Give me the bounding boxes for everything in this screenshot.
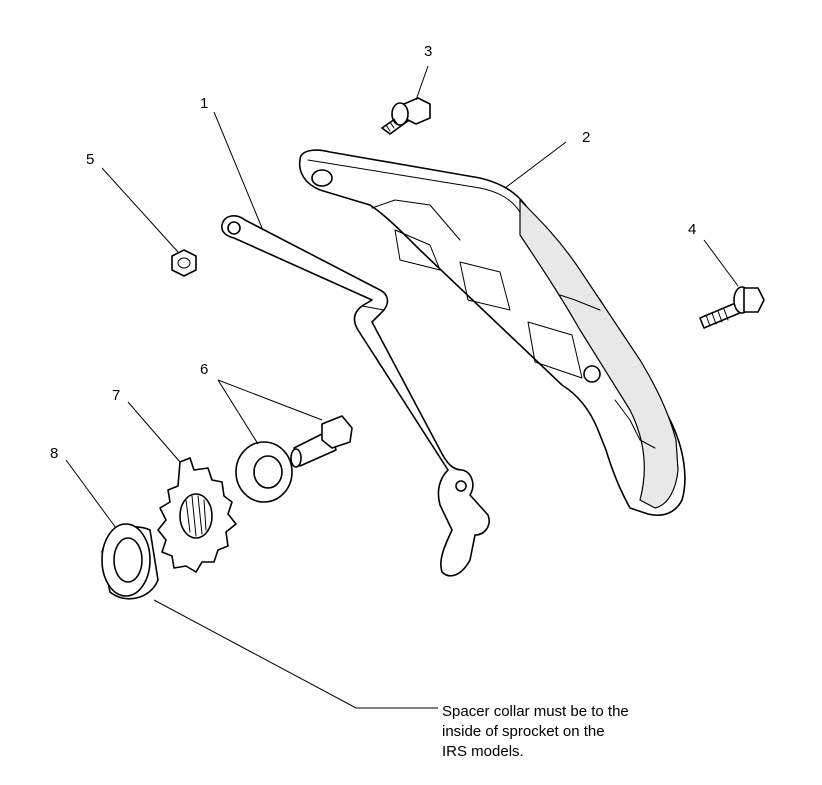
part-flange-bolt-upper xyxy=(381,97,431,135)
callout-labels: 1 2 3 4 5 6 7 8 xyxy=(50,43,696,462)
leader-note xyxy=(153,599,438,709)
leader-6b xyxy=(217,379,259,445)
note-line-1: Spacer collar must be to the xyxy=(442,703,629,720)
leader-7 xyxy=(127,401,181,463)
part-sprocket xyxy=(157,457,237,573)
callout-7: 7 xyxy=(112,387,120,404)
leader-lines xyxy=(65,65,739,709)
leader-4 xyxy=(703,239,739,287)
note-line-3: IRS models. xyxy=(442,743,524,760)
leader-6a xyxy=(217,379,323,421)
callout-4: 4 xyxy=(688,221,696,238)
part-spacer-collar xyxy=(101,523,159,600)
part-flange-bolt-right xyxy=(699,286,765,329)
callout-1: 1 xyxy=(200,95,208,112)
part-chain-guard xyxy=(298,149,686,516)
leader-5 xyxy=(101,167,179,253)
leader-8 xyxy=(65,459,117,529)
callout-2: 2 xyxy=(582,129,590,146)
callout-5: 5 xyxy=(86,151,94,168)
leader-1 xyxy=(213,111,263,229)
assembly-note: Spacer collar must be to the inside of s… xyxy=(442,703,629,760)
part-hex-nut xyxy=(171,249,197,277)
note-line-2: inside of sprocket on the xyxy=(442,723,605,740)
callout-3: 3 xyxy=(424,43,432,60)
leader-3 xyxy=(415,65,429,101)
callout-6: 6 xyxy=(200,361,208,378)
callout-8: 8 xyxy=(50,445,58,462)
part-bracket-arm xyxy=(221,215,490,577)
leader-2 xyxy=(504,141,567,189)
part-washer-and-bolt xyxy=(235,415,353,503)
